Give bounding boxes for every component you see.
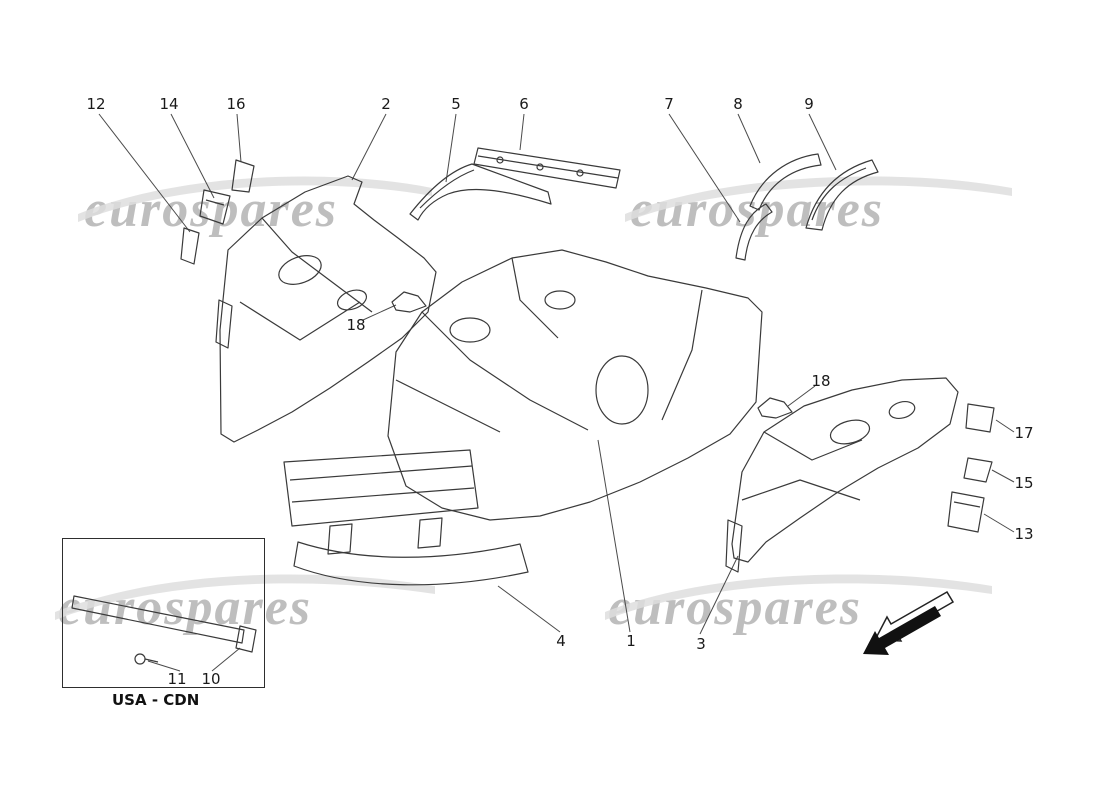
part-7-strip [735, 203, 773, 261]
part-13-bracket [947, 491, 985, 533]
part-16-bracket [231, 159, 255, 193]
part-drawings [71, 147, 995, 665]
part-12-bracket [180, 227, 200, 265]
part-4-bumper [283, 449, 479, 527]
part-5-rail [409, 163, 552, 221]
part-3-side-member [731, 377, 959, 563]
inset-region-label: USA - CDN [112, 691, 200, 709]
inset-sill-bar [71, 595, 245, 644]
watermark-swoosh [55, 176, 1012, 620]
part-1-main-frame [387, 249, 763, 521]
inset-region-box [62, 538, 265, 688]
part-18-bracket [391, 291, 427, 313]
part-14-bracket [199, 189, 231, 225]
direction-arrow-icon [863, 590, 955, 655]
leader-lines [98, 113, 1015, 672]
part-6-rail [473, 147, 621, 189]
part-18-bracket [757, 397, 793, 419]
part-17-bracket [965, 403, 995, 433]
part-15-bracket [963, 457, 993, 483]
inset-end-bracket [235, 625, 257, 653]
part-9-strip [805, 159, 879, 231]
part-2-side-member [219, 175, 437, 443]
part-8-strip [749, 153, 822, 211]
